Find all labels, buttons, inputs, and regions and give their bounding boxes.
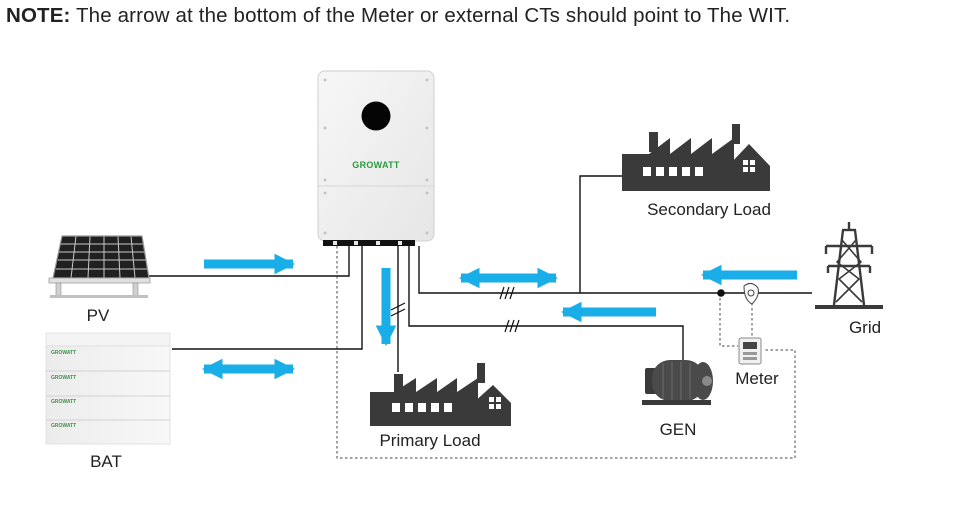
- bat-label: BAT: [90, 452, 122, 471]
- battery-stack-icon: GROWATT GROWATT GROWATT GROWATT: [45, 332, 171, 445]
- battery-module-logo: GROWATT: [51, 350, 76, 356]
- note-text: NOTE: The arrow at the bottom of the Met…: [6, 4, 790, 28]
- pv-label: PV: [87, 306, 110, 325]
- gen-label: GEN: [660, 420, 697, 439]
- primary-load-icon: [370, 363, 511, 426]
- inverter: GROWATT: [317, 70, 435, 246]
- grid-tower-icon: [815, 222, 883, 309]
- grid-cable: [418, 246, 812, 294]
- secondary-load-icon: [622, 124, 770, 191]
- note-body: The arrow at the bottom of the Meter or …: [70, 4, 791, 27]
- generator-icon: [642, 360, 713, 405]
- battery-module-logo: GROWATT: [51, 399, 76, 405]
- flow-arrows: [201, 253, 797, 380]
- meter-label: Meter: [735, 369, 779, 388]
- battery-module-logo: GROWATT: [51, 375, 76, 381]
- primary-load-label: Primary Load: [379, 431, 480, 450]
- generator-cable: [408, 246, 684, 360]
- battery-cable: [172, 246, 363, 350]
- junction-dot: [717, 289, 725, 297]
- line-tick-marks: [390, 286, 520, 333]
- communication-cable: [336, 246, 796, 459]
- meter-icon: [738, 337, 762, 365]
- solar-panel-icon: [48, 235, 151, 298]
- wiring: [147, 175, 812, 372]
- inverter-brand-logo: GROWATT: [352, 160, 400, 170]
- pv-cable: [147, 246, 350, 277]
- battery-module-logo: GROWATT: [51, 423, 76, 429]
- secondary-load-label: Secondary Load: [647, 200, 771, 219]
- inverter-terminals: [323, 240, 415, 246]
- ct-clamp-icon: [743, 282, 759, 305]
- secondary-load-cable: [579, 175, 628, 293]
- inverter-display: [361, 101, 391, 131]
- grid-label: Grid: [849, 318, 881, 337]
- note-prefix: NOTE:: [6, 4, 71, 27]
